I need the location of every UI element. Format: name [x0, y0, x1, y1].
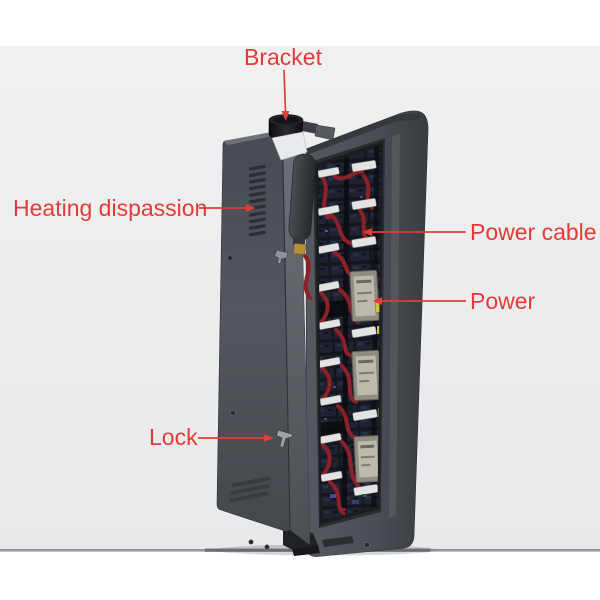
module-gap-band	[318, 300, 346, 319]
annotation-lock: Lock	[149, 424, 274, 450]
connector-strip	[351, 160, 377, 172]
cabinet	[283, 110, 429, 557]
connector-strip	[318, 166, 340, 178]
screw	[264, 544, 270, 550]
hinge-bar	[322, 536, 354, 547]
heating-arrowhead	[246, 204, 256, 212]
door-top-edge	[223, 131, 282, 145]
power-arrowhead	[372, 297, 382, 305]
power-cable-arrowhead	[362, 228, 372, 236]
vent-slot	[249, 171, 266, 178]
bottom-hinges	[283, 527, 370, 556]
vent-slot	[249, 230, 266, 237]
connector-strip	[351, 236, 377, 248]
connector-strip	[351, 198, 377, 210]
power-supply-unit	[349, 269, 380, 323]
vent-slot	[249, 197, 266, 204]
annotation-power: Power	[372, 288, 536, 314]
vent-slot	[229, 491, 269, 503]
annotation-power-cable: Power cable	[362, 219, 597, 245]
connector-strip	[351, 326, 377, 338]
hinge-foot	[292, 545, 320, 556]
bracket-arrowhead	[281, 111, 290, 121]
vent-slot	[230, 483, 270, 496]
vent-slot	[249, 177, 266, 184]
door-lock-latch	[276, 429, 293, 448]
gas-strut-cylinder	[288, 153, 316, 255]
power-supply-units	[349, 269, 381, 497]
bracket-arrow	[283, 69, 287, 113]
door-panel	[216, 131, 291, 532]
annotations: Bracket Heating dispassion Power cable P…	[13, 44, 597, 450]
cylinder-neck	[292, 237, 306, 246]
power-label: Power	[470, 288, 536, 314]
bracket-wedge	[271, 131, 308, 161]
vent-slot	[249, 224, 266, 230]
bracket-clamp-plate	[314, 124, 336, 141]
back-door	[216, 131, 311, 550]
door-latch	[274, 249, 289, 265]
power-supply-unit	[351, 349, 381, 402]
bracket-clamp	[302, 121, 318, 134]
psu-tab	[376, 303, 380, 312]
mounting-bracket	[268, 114, 336, 161]
connector-strip	[320, 470, 343, 482]
strut-power-lead	[303, 254, 312, 300]
module-gap-band	[318, 420, 347, 437]
vent-slot	[249, 164, 266, 171]
vent-slot	[249, 217, 266, 224]
cabinet-frame-highlight	[389, 133, 400, 518]
screw	[248, 539, 254, 545]
vent-slot	[249, 210, 266, 217]
lock-label: Lock	[149, 424, 198, 450]
connector-strips-right	[351, 160, 379, 496]
power-cable-label: Power cable	[470, 219, 597, 245]
psu-tab	[377, 326, 381, 334]
screw	[364, 542, 370, 548]
power-supply-unit	[353, 434, 381, 484]
screw	[230, 410, 236, 416]
connector-strip	[352, 409, 378, 421]
component-details	[324, 196, 367, 511]
screw	[227, 255, 233, 261]
heating-label: Heating dispassion	[13, 195, 207, 221]
cabinet-top-bevel	[306, 113, 420, 155]
brass-fitting	[293, 243, 306, 255]
bracket-label: Bracket	[244, 44, 323, 70]
bottom-vents	[229, 476, 271, 503]
vent-slot	[249, 191, 266, 197]
door-seam	[282, 134, 291, 529]
vent-slot	[249, 184, 266, 191]
interior-electronics	[318, 145, 381, 521]
vent-slot	[231, 476, 271, 488]
annotation-heating: Heating dispassion	[13, 195, 256, 221]
annotation-bracket: Bracket	[244, 44, 323, 121]
lock-arrowhead	[264, 434, 274, 442]
